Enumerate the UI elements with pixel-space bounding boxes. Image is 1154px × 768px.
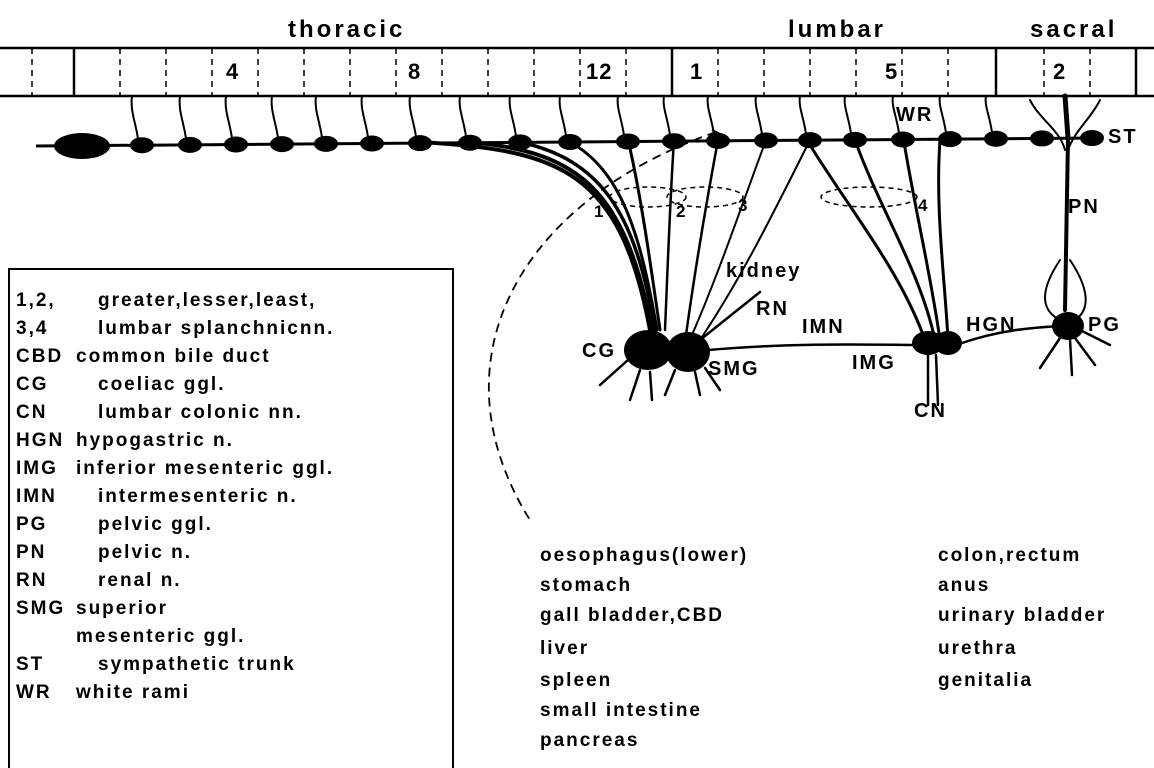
legend-abbr: PN xyxy=(16,542,98,564)
label-pg: PG xyxy=(1088,314,1121,337)
label-st: ST xyxy=(1108,126,1138,149)
legend-abbr: CN xyxy=(16,402,98,424)
region-sacral: sacral xyxy=(1030,16,1117,44)
label-img: IMG xyxy=(852,352,896,375)
organ-item: stomach xyxy=(540,575,632,597)
region-thoracic: thoracic xyxy=(288,16,405,44)
organ-item: oesophagus(lower) xyxy=(540,545,748,567)
legend-abbr: IMN xyxy=(16,486,98,508)
organ-item: anus xyxy=(938,575,990,597)
organ-item: small intestine xyxy=(540,700,702,722)
legend-abbr: ST xyxy=(16,654,98,676)
segment-t8: 8 xyxy=(408,59,421,85)
segment-l5: 5 xyxy=(885,59,898,85)
spinal-segment-bar xyxy=(0,48,1154,96)
splanchnic-nerves xyxy=(420,140,810,340)
region-lumbar: lumbar xyxy=(788,16,886,44)
legend-abbr: SMG xyxy=(16,598,76,620)
segment-t4: 4 xyxy=(226,59,239,85)
dashed-vagal-path xyxy=(489,132,716,520)
legend-text: superior xyxy=(76,598,168,619)
legend-text: inferior mesenteric ggl. xyxy=(76,458,334,479)
label-hgn: HGN xyxy=(966,314,1016,337)
label-imn: IMN xyxy=(802,316,845,339)
legend-text: coeliac ggl. xyxy=(98,374,225,395)
legend-abbr: RN xyxy=(16,570,98,592)
legend-text: mesenteric ggl. xyxy=(76,626,245,647)
segment-l1: 1 xyxy=(690,59,703,85)
label-smg: SMG xyxy=(708,358,760,381)
organ-item: liver xyxy=(540,638,589,660)
legend-row: mesenteric ggl. xyxy=(16,626,245,648)
legend-text: lumbar splanchnicnn. xyxy=(98,318,334,339)
label-n3: 3 xyxy=(738,196,748,216)
segment-t12: 12 xyxy=(586,59,612,85)
legend-text: white rami xyxy=(76,682,190,703)
legend-text: pelvic n. xyxy=(98,542,192,563)
legend-text: intermesenteric n. xyxy=(98,486,298,507)
legend-text: common bile duct xyxy=(76,346,271,367)
label-n2: 2 xyxy=(676,202,686,222)
legend-abbr: PG xyxy=(16,514,98,536)
legend-row: 1,2,greater,lesser,least, xyxy=(16,290,316,312)
legend-text: renal n. xyxy=(98,570,182,591)
legend-text: sympathetic trunk xyxy=(98,654,296,675)
label-cn: CN xyxy=(914,400,947,423)
organ-item: urinary bladder xyxy=(938,605,1106,627)
legend-text: hypogastric n. xyxy=(76,430,234,451)
legend-text: greater,lesser,least, xyxy=(98,290,316,311)
lumbar-splanchnic-bundle xyxy=(821,187,917,207)
organ-item: gall bladder,CBD xyxy=(540,605,724,627)
label-kidney: kidney xyxy=(726,260,801,283)
organ-item: spleen xyxy=(540,670,612,692)
legend-abbr: IMG xyxy=(16,458,76,480)
legend-text: lumbar colonic nn. xyxy=(98,402,303,423)
organ-item: pancreas xyxy=(540,730,639,752)
legend-abbr: 1,2, xyxy=(16,290,98,312)
label-n1: 1 xyxy=(594,202,604,222)
organ-item: urethra xyxy=(938,638,1017,660)
legend-abbr: CBD xyxy=(16,346,76,368)
label-cg: CG xyxy=(582,340,616,363)
organ-item: colon,rectum xyxy=(938,545,1081,567)
label-pn: PN xyxy=(1068,196,1100,219)
legend-abbr: 3,4 xyxy=(16,318,98,340)
legend-abbr: CG xyxy=(16,374,98,396)
label-n4: 4 xyxy=(918,196,928,216)
organ-item: genitalia xyxy=(938,670,1033,692)
label-rn: RN xyxy=(756,298,789,321)
legend-abbr: HGN xyxy=(16,430,76,452)
lumbar-splanchnic-nerves xyxy=(810,136,948,340)
segment-s2: 2 xyxy=(1053,59,1066,85)
legend-text: pelvic ggl. xyxy=(98,514,213,535)
legend-abbr: WR xyxy=(16,682,76,704)
label-wr: WR xyxy=(896,104,933,127)
sympathetic-trunk xyxy=(36,96,1104,159)
